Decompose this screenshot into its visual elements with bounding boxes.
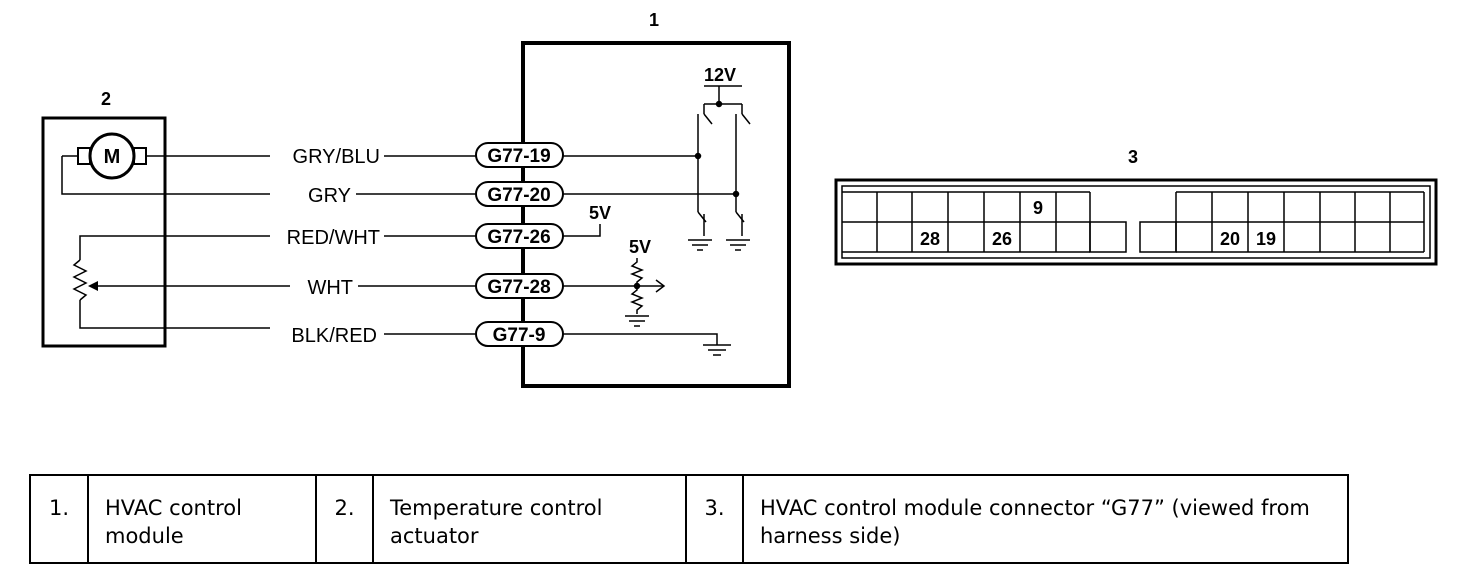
wire-color-label: WHT xyxy=(307,277,353,299)
driver-circuit xyxy=(563,85,751,251)
ground-symbol xyxy=(563,333,731,356)
wire-row: RED/WHT G77-26 xyxy=(287,223,564,249)
legend-index: 1. xyxy=(29,474,89,564)
supply-voltage-label: 12V xyxy=(704,65,736,85)
motor-label: M xyxy=(104,146,121,168)
legend-index: 2. xyxy=(315,474,374,564)
potentiometer-symbol xyxy=(72,235,290,329)
actuator-number: 2 xyxy=(101,89,111,109)
wiring-diagram: 1 2 M GRY/BLU G77-19 GRY G77-20 RED/WHT xyxy=(41,10,1438,388)
pin-label: G77-9 xyxy=(493,325,546,346)
legend-table: 1. HVAC control module 2. Temperature co… xyxy=(29,474,1349,564)
wire-color-label: GRY xyxy=(308,185,351,207)
wire-row: BLK/RED G77-9 xyxy=(291,321,564,347)
wire-color-label: BLK/RED xyxy=(291,325,377,347)
motor-symbol: M xyxy=(62,132,147,180)
sensor-input-circuit xyxy=(563,258,666,327)
connector-number: 3 xyxy=(1128,147,1138,167)
wire-color-label: GRY/BLU xyxy=(293,146,380,168)
ref-voltage-label: 5V xyxy=(629,237,651,257)
pin-label: G77-19 xyxy=(487,146,550,167)
wire-row: GRY G77-20 xyxy=(308,181,564,207)
legend-index: 3. xyxy=(685,474,744,564)
legend-text: HVAC control module connector “G77” (vie… xyxy=(742,474,1349,564)
hvac-module-box xyxy=(521,41,791,388)
legend-text: HVAC control module xyxy=(87,474,317,564)
connector-g77 xyxy=(834,178,1438,266)
pin-label: G77-20 xyxy=(487,185,550,206)
wire-row: GRY/BLU G77-19 xyxy=(146,142,564,168)
wire-color-label: RED/WHT xyxy=(287,227,380,249)
actuator-box xyxy=(41,116,167,348)
legend-row: 1. HVAC control module 2. Temperature co… xyxy=(29,474,1349,564)
ref-voltage-label: 5V xyxy=(589,203,611,223)
connector-cell-label: 28 xyxy=(920,229,940,249)
legend-text: Temperature control actuator xyxy=(372,474,687,564)
connector-cell-label: 9 xyxy=(1033,198,1043,218)
pin-label: G77-28 xyxy=(487,277,550,298)
wire-row: WHT G77-28 xyxy=(292,273,564,299)
module-number: 1 xyxy=(649,10,659,30)
connector-cell-label: 20 xyxy=(1220,229,1240,249)
connector-cell-label: 19 xyxy=(1256,229,1276,249)
pin-label: G77-26 xyxy=(487,227,550,248)
connector-cell-label: 26 xyxy=(992,229,1012,249)
